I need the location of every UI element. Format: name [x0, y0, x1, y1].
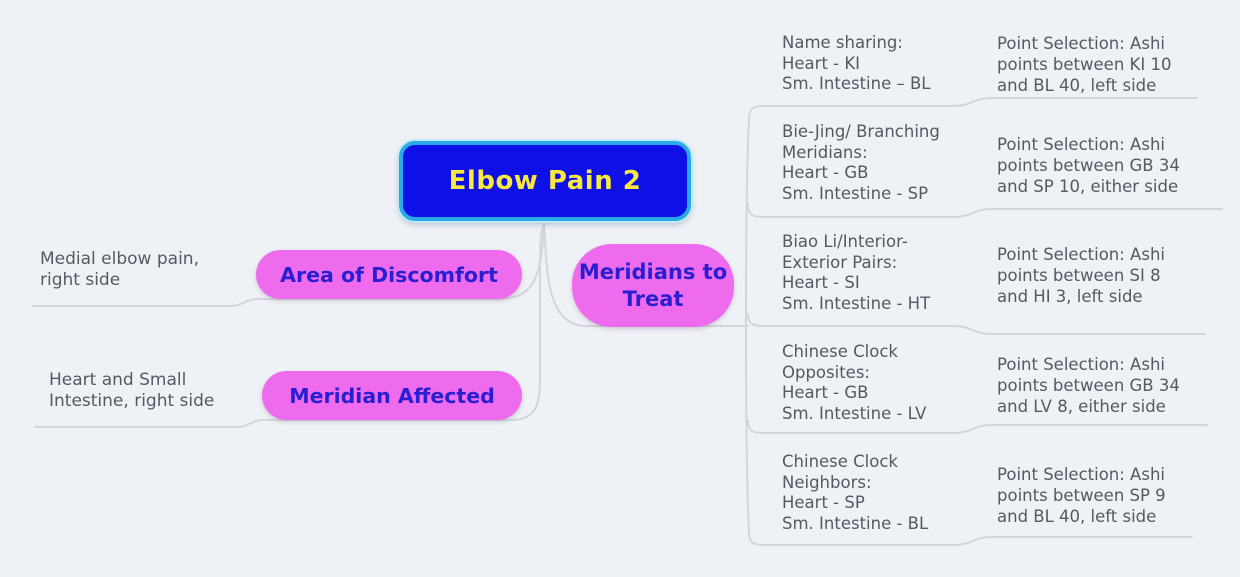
point-selection-chinese-clock-neighbors[interactable]: Point Selection: Ashi points between SP … — [997, 465, 1166, 526]
connector-meridians-to-treat — [543, 223, 749, 327]
connector-branch-bie-jing — [747, 203, 1223, 218]
category-chinese-clock-neighbors[interactable]: Chinese Clock Neighbors: Heart - SP Sm. … — [782, 452, 929, 533]
category-biao-li[interactable]: Biao Li/Interior- Exterior Pairs: Heart … — [782, 232, 931, 313]
node-meridian-affected[interactable]: Meridian Affected — [262, 371, 522, 420]
category-chinese-clock-opposites[interactable]: Chinese Clock Opposites: Heart - GB Sm. … — [782, 342, 927, 423]
note-meridian-affected[interactable]: Heart and Small Intestine, right side — [49, 370, 215, 411]
node-area-of-discomfort[interactable]: Area of Discomfort — [256, 250, 522, 299]
connector-area-of-discomfort — [32, 225, 545, 307]
point-selection-bie-jing[interactable]: Point Selection: Ashi points between GB … — [997, 135, 1180, 196]
note-area-of-discomfort[interactable]: Medial elbow pain, right side — [40, 249, 199, 290]
point-selection-biao-li[interactable]: Point Selection: Ashi points between SI … — [997, 245, 1165, 306]
connector-meridian-affected — [34, 223, 545, 428]
connector-branch-clock-neighbors — [748, 531, 1193, 546]
category-bie-jing[interactable]: Bie-Jing/ Branching Meridians: Heart - G… — [782, 122, 940, 203]
connector-right-trunk — [745, 118, 750, 533]
point-selection-name-sharing[interactable]: Point Selection: Ashi points between KI … — [997, 34, 1172, 95]
connector-branch-biao-li — [747, 313, 1206, 335]
node-meridians-to-treat[interactable]: Meridians to Treat — [572, 244, 734, 327]
category-name-sharing[interactable]: Name sharing: Heart - KI Sm. Intestine –… — [782, 33, 931, 93]
point-selection-chinese-clock-opposites[interactable]: Point Selection: Ashi points between GB … — [997, 355, 1180, 416]
connector-branch-name-sharing — [748, 97, 1198, 120]
central-node-elbow-pain[interactable]: Elbow Pain 2 — [399, 141, 691, 221]
connector-branch-clock-opposites — [747, 419, 1208, 434]
